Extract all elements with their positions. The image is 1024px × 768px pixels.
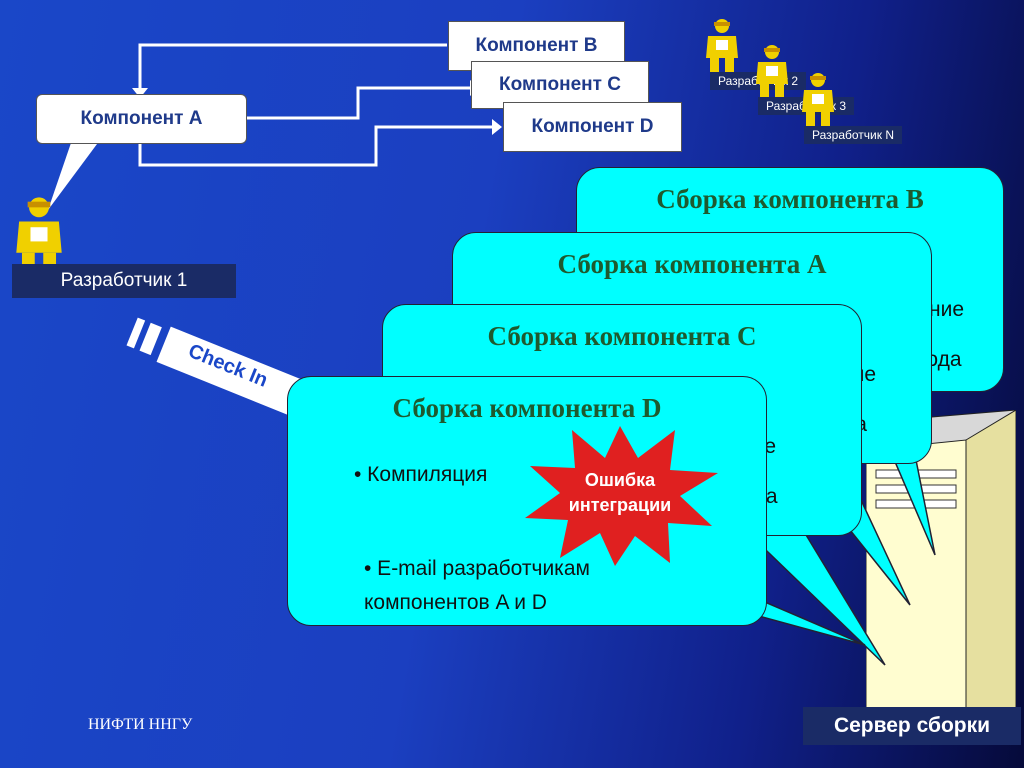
error-burst-line-1: Ошибка bbox=[584, 470, 656, 490]
developer-n-label: Разработчик N bbox=[804, 126, 902, 144]
developer-figure-icon bbox=[756, 45, 788, 104]
card-b-title: Сборка компонента B bbox=[656, 184, 924, 214]
card-d-bullet-email-1: • E-mail разработчикам bbox=[364, 557, 590, 580]
error-burst-text: Ошибка интеграции bbox=[540, 468, 700, 518]
component-a-box: Компонент A bbox=[36, 94, 247, 144]
developer-figure-icon bbox=[706, 19, 738, 78]
card-a-title: Сборка компонента A bbox=[557, 249, 827, 279]
card-c-title: Сборка компонента C bbox=[487, 321, 757, 351]
build-server-icon bbox=[864, 409, 1018, 711]
card-d-title: Сборка компонента D bbox=[392, 393, 662, 423]
card-d-bullet-email-2: компонентов A и D bbox=[364, 591, 547, 614]
card-d-bullet-compile: • Компиляция bbox=[354, 463, 488, 486]
card-b-fragment-1: ние bbox=[929, 298, 965, 321]
build-card-d: Сборка компонента D • Компиляция • E-mai… bbox=[287, 376, 767, 626]
developer-1-label: Разработчик 1 bbox=[12, 264, 236, 298]
footer-org: НИФТИ ННГУ bbox=[88, 716, 193, 733]
server-label: Сервер сборки bbox=[803, 707, 1021, 745]
component-d-box: Компонент D bbox=[503, 102, 682, 152]
error-burst-line-2: интеграции bbox=[568, 495, 672, 515]
developer-figure-icon bbox=[802, 73, 834, 132]
error-burst-icon bbox=[525, 426, 718, 566]
component-c-box: Компонент C bbox=[471, 61, 649, 109]
